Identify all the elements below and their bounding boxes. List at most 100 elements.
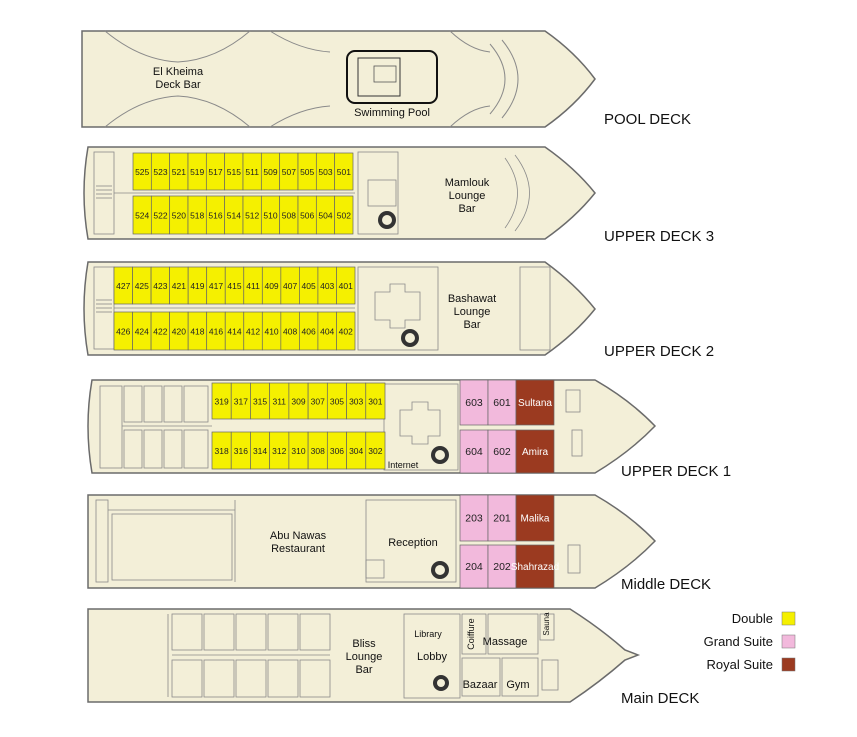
cabin-411-label: 411 xyxy=(246,281,260,291)
cabin-311-label: 311 xyxy=(272,397,286,407)
reception-label: Reception xyxy=(388,537,438,549)
mamlouk-lounge-label: Lounge xyxy=(449,190,486,202)
suite-602-label: 602 xyxy=(493,446,511,458)
cabin-420-label: 420 xyxy=(172,327,186,337)
cabin-406-label: 406 xyxy=(302,327,316,337)
cabin-516-label: 516 xyxy=(208,211,222,221)
cabin-502 xyxy=(334,195,354,235)
cabin-412-label: 412 xyxy=(246,327,260,337)
cabin-426-label: 426 xyxy=(116,327,130,337)
suite-201-label: 201 xyxy=(493,513,511,525)
suite-203-label: 203 xyxy=(465,513,483,525)
royal-suite-sultana xyxy=(515,379,555,426)
cabin-402-label: 402 xyxy=(339,327,353,337)
suite-601 xyxy=(487,379,517,426)
bashawat-label: Bashawat xyxy=(448,293,496,305)
bashawat-bar-label: Bar xyxy=(463,319,480,331)
cabin-507-label: 507 xyxy=(282,167,296,177)
cabin-315-label: 315 xyxy=(253,397,267,407)
cabin-503-label: 503 xyxy=(318,167,332,177)
cabin-318-label: 318 xyxy=(215,446,229,456)
pool-deck-title: POOL DECK xyxy=(604,111,691,128)
cabin-506-label: 506 xyxy=(300,211,314,221)
mamlouk-label: Mamlouk xyxy=(445,177,490,189)
suite-604-label: 604 xyxy=(465,446,483,458)
cabin-419-label: 419 xyxy=(190,281,204,291)
suite-204-label: 204 xyxy=(465,561,483,573)
deck-bar-label: Deck Bar xyxy=(155,79,201,91)
legend-label-grand-suite: Grand Suite xyxy=(704,634,773,649)
cabin-416-label: 416 xyxy=(209,327,223,337)
suite-604 xyxy=(459,429,489,474)
restaurant-label: Restaurant xyxy=(271,543,325,555)
middle-deck-title: Middle DECK xyxy=(621,576,711,593)
suite-603-label: 603 xyxy=(465,397,483,409)
royal-suite-amira-label: Amira xyxy=(522,447,549,458)
cabin-418-label: 418 xyxy=(190,327,204,337)
cabin-521-label: 521 xyxy=(172,167,186,177)
pool-deck: El Kheima Deck Bar Swimming Pool xyxy=(81,30,596,128)
cabin-502-label: 502 xyxy=(337,211,351,221)
main-deck-title: Main DECK xyxy=(621,690,699,707)
cabin-505-label: 505 xyxy=(300,167,314,177)
legend-swatch-double xyxy=(781,611,796,626)
cabin-304-label: 304 xyxy=(349,446,363,456)
cabin-301-label: 301 xyxy=(368,397,382,407)
cabin-417-label: 417 xyxy=(209,281,223,291)
cabin-421-label: 421 xyxy=(172,281,186,291)
cabin-520-label: 520 xyxy=(172,211,186,221)
cabin-403-label: 403 xyxy=(320,281,334,291)
mamlouk-bar-label: Bar xyxy=(458,203,475,215)
cabin-407-label: 407 xyxy=(283,281,297,291)
cabin-319-label: 319 xyxy=(215,397,229,407)
sauna-label: Sauna xyxy=(542,612,551,636)
legend-swatch-grand-suite xyxy=(781,634,796,649)
cabin-314-label: 314 xyxy=(253,446,267,456)
cabin-501 xyxy=(334,152,354,191)
cabin-414-label: 414 xyxy=(227,327,241,337)
cabin-316-label: 316 xyxy=(234,446,248,456)
royal-suite-shahrazad xyxy=(515,544,555,589)
lobby-label: Lobby xyxy=(417,651,447,663)
cabin-310-label: 310 xyxy=(291,446,305,456)
swimming-pool xyxy=(346,50,438,104)
bashawat-lounge-label: Lounge xyxy=(454,306,491,318)
cabin-509-label: 509 xyxy=(263,167,277,177)
royal-suite-sultana-label: Sultana xyxy=(518,398,552,409)
legend-label-royal-suite: Royal Suite xyxy=(707,657,773,672)
cabin-404-label: 404 xyxy=(320,327,334,337)
royal-suite-amira xyxy=(515,429,555,474)
massage-label: Massage xyxy=(483,636,528,648)
cabin-307-label: 307 xyxy=(311,397,325,407)
cabin-425-label: 425 xyxy=(135,281,149,291)
suite-601-label: 601 xyxy=(493,397,511,409)
cabin-515-label: 515 xyxy=(227,167,241,177)
cabin-302-label: 302 xyxy=(368,446,382,456)
legend-swatch-royal-suite xyxy=(781,657,796,672)
upper-deck-1-title: UPPER DECK 1 xyxy=(621,463,731,480)
coiffure-label: Coiffure xyxy=(466,618,476,649)
cabin-309-label: 309 xyxy=(291,397,305,407)
cabin-510-label: 510 xyxy=(263,211,277,221)
bazaar-label: Bazaar xyxy=(463,679,498,691)
upper-deck-2-title: UPPER DECK 2 xyxy=(604,343,714,360)
library-label: Library xyxy=(414,629,442,639)
royal-suite-malika xyxy=(515,494,555,542)
abu-nawas-label: Abu Nawas xyxy=(270,530,327,542)
cabin-401-label: 401 xyxy=(339,281,353,291)
legend-label-double: Double xyxy=(732,611,773,626)
cabin-306-label: 306 xyxy=(330,446,344,456)
suite-203 xyxy=(459,494,489,542)
main-deck: Bliss Lounge Bar Library Lobby Coiffure … xyxy=(87,608,641,703)
internet-label: Internet xyxy=(388,460,419,470)
suite-603 xyxy=(459,379,489,426)
cabin-303-label: 303 xyxy=(349,397,363,407)
middle-deck-hull xyxy=(87,494,657,589)
gym-label: Gym xyxy=(506,679,529,691)
cabin-422-label: 422 xyxy=(153,327,167,337)
suite-202 xyxy=(487,544,517,589)
